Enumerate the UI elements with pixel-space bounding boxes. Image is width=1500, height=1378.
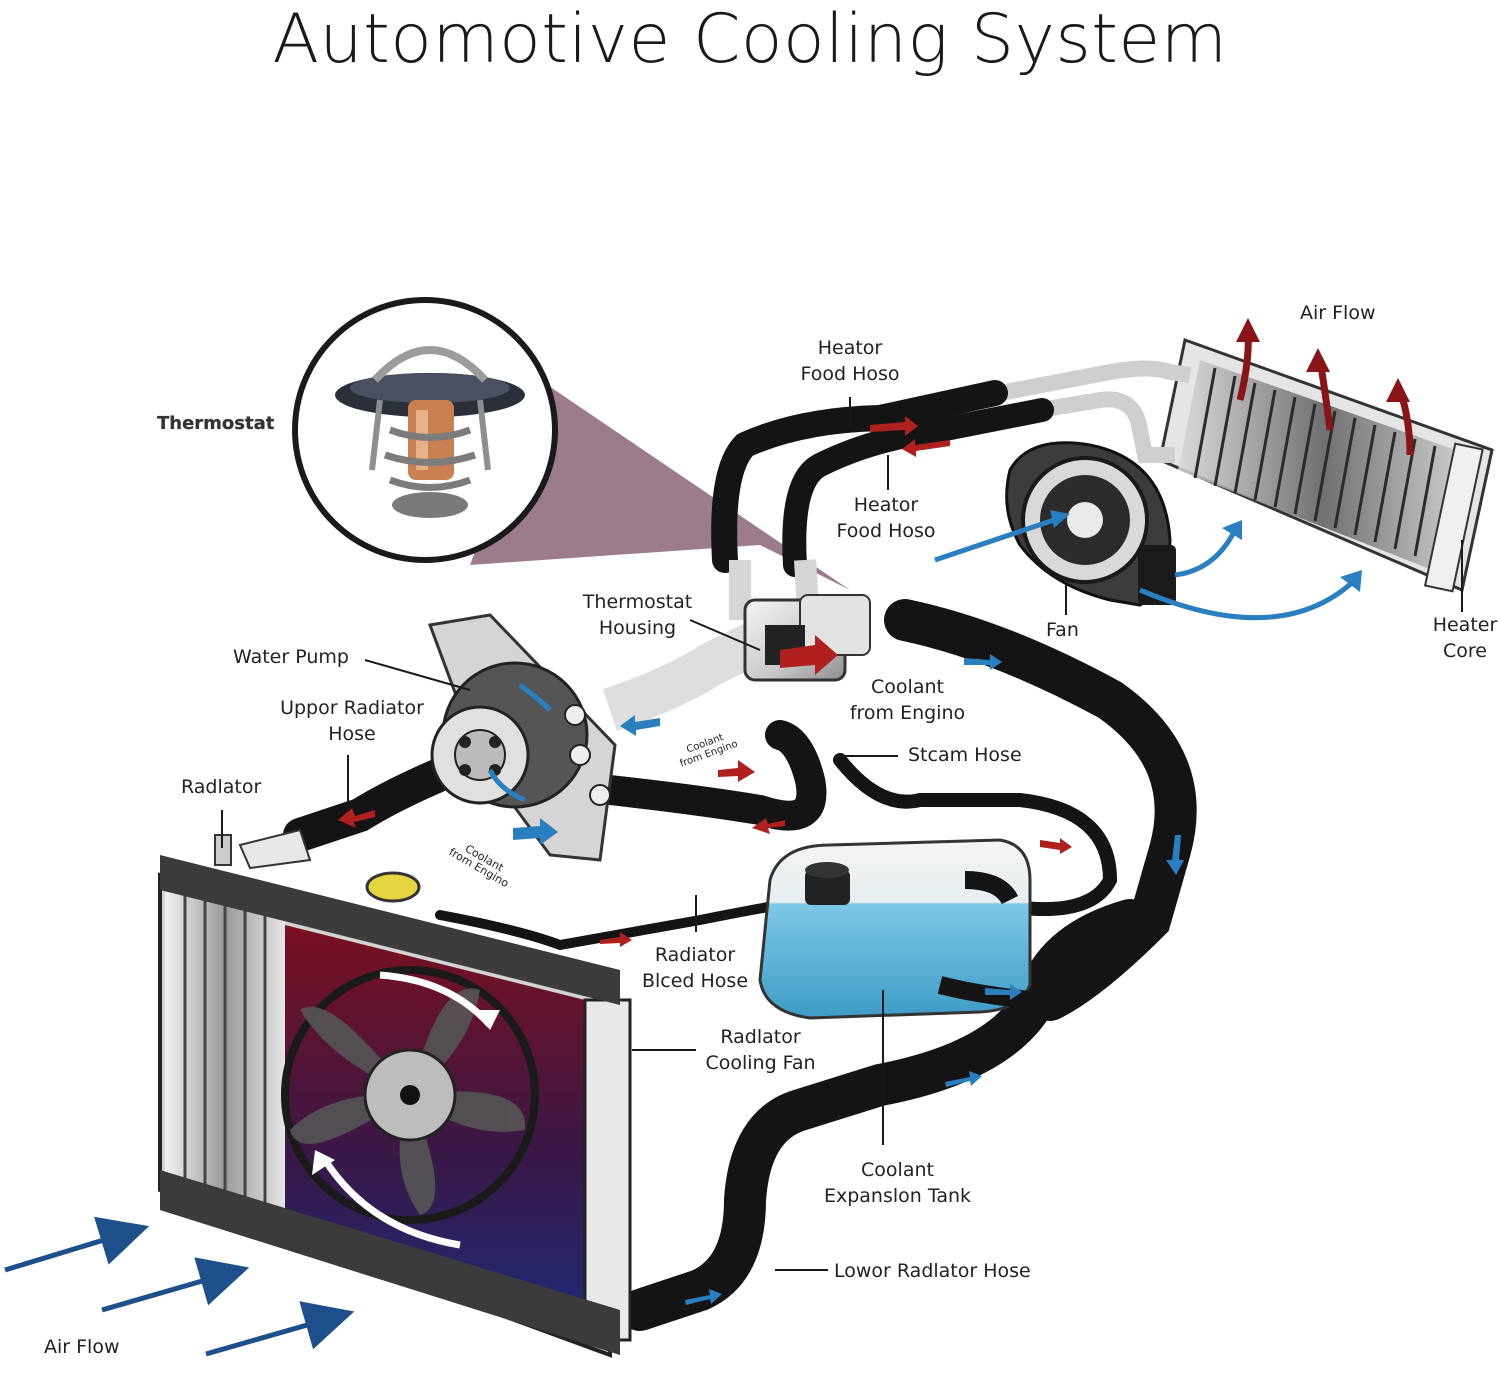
label-heater-core-line1: Heater — [1432, 614, 1498, 636]
water-pump-part — [427, 613, 617, 862]
label-heater-hose-2-line2: Food Hoso — [836, 520, 936, 542]
label-fan: Fan — [1046, 619, 1079, 641]
label-thermostat-housing-line1: Thermostat — [582, 591, 693, 613]
label-air-flow-bottom: Air Flow — [44, 1336, 120, 1358]
label-heater-hose-2-line1: Heator — [853, 494, 919, 516]
heater-pipe-2 — [1038, 391, 1175, 463]
label-air-flow-top: Air Flow — [1300, 302, 1376, 324]
blower-fan — [1005, 441, 1176, 607]
label-coolant-expansion-tank: Coolant Expanslon Tank — [815, 1157, 980, 1209]
label-heater-hose-2: Heator Food Hoso — [826, 492, 946, 544]
label-coolant-expansion-tank-line2: Expanslon Tank — [823, 1185, 972, 1207]
heater-hose-upper — [711, 380, 1008, 573]
label-heater-core-line2: Core — [1443, 640, 1487, 662]
heater-hose-lower — [782, 398, 1054, 577]
radiator-part — [158, 828, 632, 1358]
label-radiator-cooling-fan-line1: Radlator — [720, 1026, 801, 1048]
label-coolant-from-engine: Coolant from Engino — [840, 674, 975, 726]
label-thermostat-housing-line2: Housing — [598, 617, 677, 639]
label-radiator: Radlator — [181, 776, 262, 798]
label-heater-hose-1: Heator Food Hoso — [790, 335, 910, 387]
label-heater-hose-1-line1: Heator — [817, 337, 883, 359]
label-radiator-bleed-hose-line2: Blced Hose — [641, 970, 749, 992]
label-upper-radiator-hose-line1: Uppor Radiator — [280, 697, 424, 719]
label-upper-radiator-hose-line2: Hose — [328, 723, 376, 745]
label-heater-core: Heater Core — [1425, 612, 1500, 664]
steam-hose — [595, 720, 827, 831]
label-lower-radiator-hose: Lowor Radlator Hose — [834, 1260, 1031, 1282]
expansion-tank-part — [758, 838, 1032, 1020]
page-title: Automotive Cooling System — [272, 0, 1228, 79]
heater-pipe-1 — [988, 360, 1192, 403]
label-thermostat-housing: Thermostat Housing — [575, 589, 700, 641]
lower-radiator-hose — [619, 899, 1151, 1331]
label-upper-radiator-hose: Uppor Radiator Hose — [272, 695, 432, 747]
thermostat-magnifier — [292, 297, 558, 563]
heater-core — [1158, 338, 1494, 593]
magnifier-cone — [470, 380, 850, 590]
steam-hose-thin — [833, 753, 1118, 917]
label-coolant-expansion-tank-line1: Coolant — [861, 1159, 934, 1181]
label-coolant-from-engine-line1: Coolant — [871, 676, 944, 698]
label-water-pump: Water Pump — [233, 646, 349, 668]
label-radiator-cooling-fan-line2: Cooling Fan — [705, 1052, 816, 1074]
label-radiator-cooling-fan: Radlator Cooling Fan — [698, 1024, 823, 1076]
label-radiator-bleed-hose: Radiator Blced Hose — [635, 942, 755, 994]
label-radiator-bleed-hose-line1: Radiator — [654, 944, 736, 966]
label-heater-hose-1-line2: Food Hoso — [800, 363, 900, 385]
label-steam-hose: Stcam Hose — [908, 744, 1022, 766]
label-coolant-from-engine-line2: from Engino — [849, 702, 966, 724]
main-return-hose — [884, 599, 1197, 1021]
leader-lines — [221, 397, 1463, 1271]
label-thermostat: Thermostat — [157, 413, 275, 434]
